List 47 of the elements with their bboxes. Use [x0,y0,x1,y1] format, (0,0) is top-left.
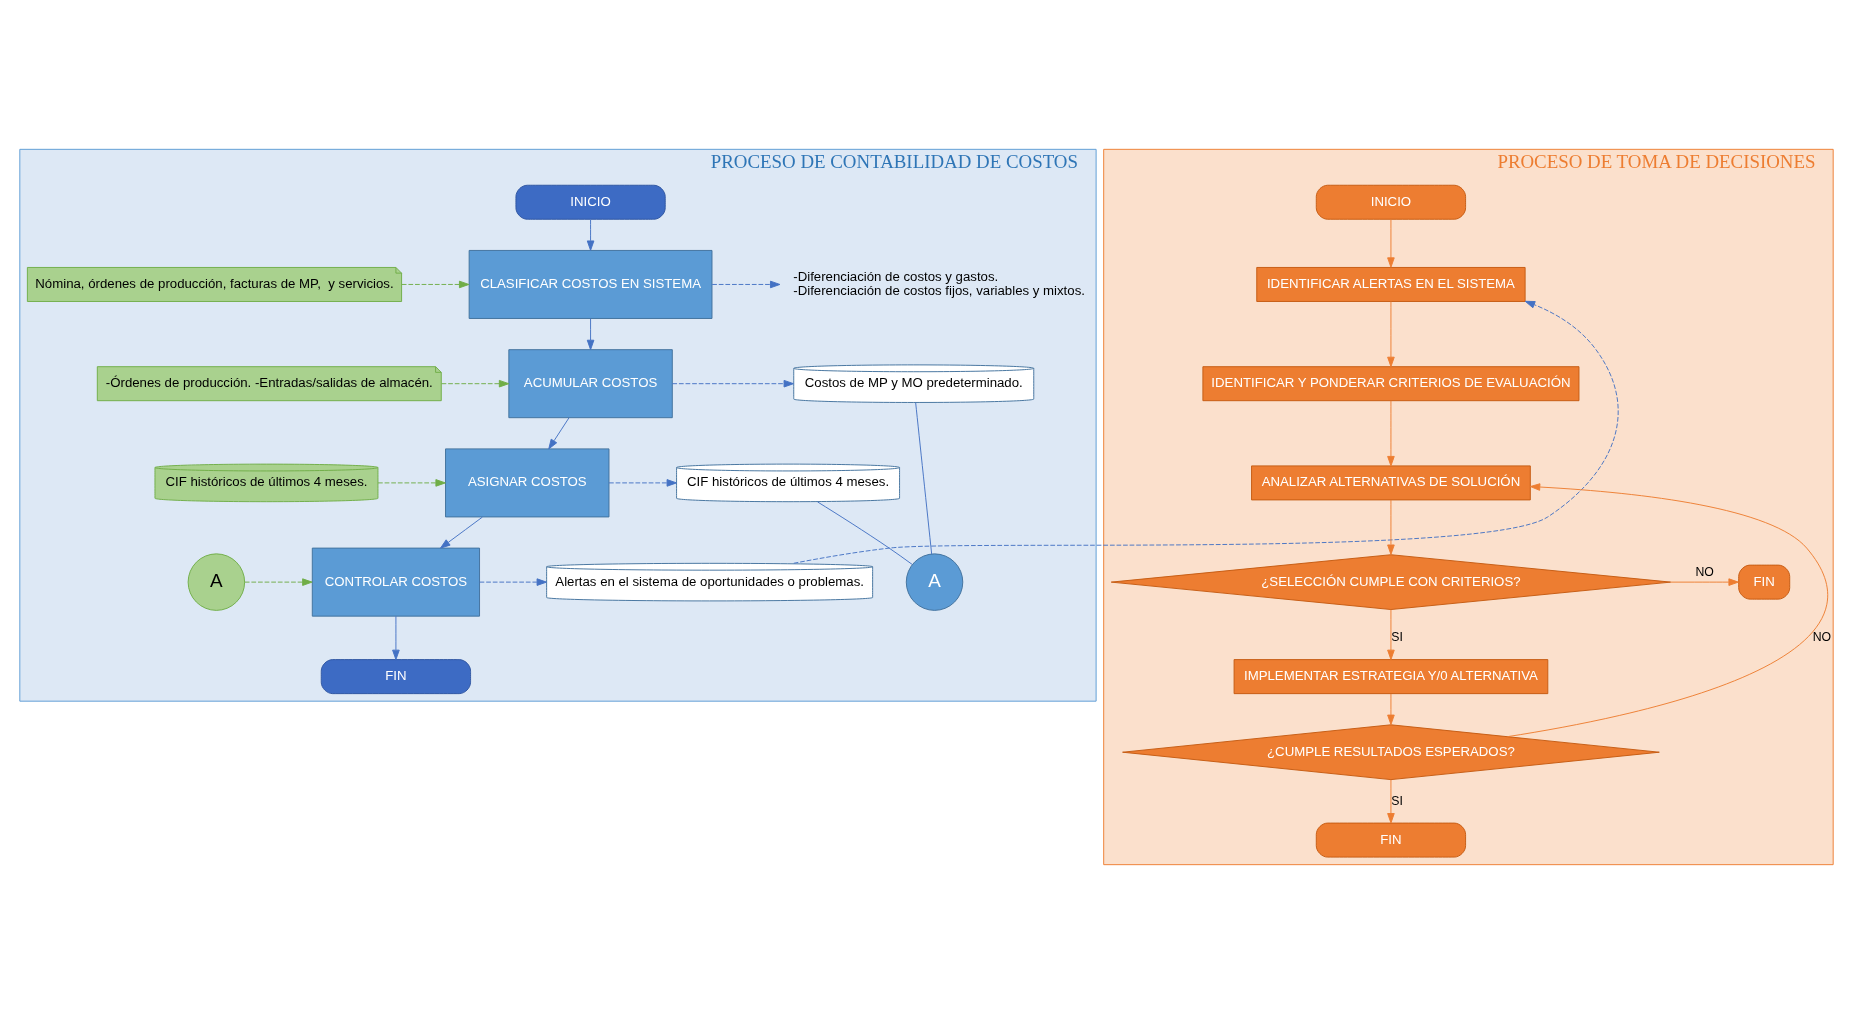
connector [915,401,933,555]
node-box: FIN [1738,564,1791,600]
connector [817,500,913,565]
node-box: ANALIZAR ALTERNATIVAS DE SOLUCIÓN [1251,464,1531,500]
node-text: -Diferenciación de costos y gastos. -Diferenciación de costos fijos, variables y mixtos. [793,268,1085,298]
arrow [401,280,470,288]
node-box: INICIO [515,184,666,220]
arrow [793,300,1619,564]
node-box: FIN [320,658,472,694]
edge-label: SI [1391,629,1403,644]
arrow [244,577,313,586]
arrow [377,478,446,487]
node-diamond: ¿CUMPLE RESULTADOS ESPERADOS? [1122,723,1660,780]
edge-label: NO [1812,629,1832,644]
node-box: IMPLEMENTAR ESTRATEGIA Y/0 ALTERNATIVA [1233,658,1549,694]
arrow [1387,498,1395,555]
arrow [671,379,794,387]
arrow [1387,692,1395,725]
node-box: CONTROLAR COSTOS [311,547,480,617]
arrow [1387,300,1395,367]
node-diamond: ¿SELECCIÓN CUMPLE CON CRITERIOS? [1110,553,1672,610]
arrow [608,478,677,487]
arrow [586,218,595,251]
arrow [1387,608,1395,660]
node-box: ACUMULAR COSTOS [508,348,673,418]
arrow [711,280,781,288]
arrow [1507,482,1829,737]
arrow [479,577,547,586]
node-circle: A [905,552,964,611]
arrow [440,516,483,549]
arrow [1387,218,1395,268]
arrow [548,416,570,449]
node-box: IDENTIFICAR Y PONDERAR CRITERIOS DE EVALUACIÓN [1202,365,1580,401]
node-circle: A [187,552,246,611]
arrow [1387,778,1395,823]
node-box: IDENTIFICAR ALERTAS EN EL SISTEMA [1256,266,1526,302]
node-box: CLASIFICAR COSTOS EN SISTEMA [468,249,713,319]
edge-label: SI [1391,793,1403,808]
edge-label: NO [1695,564,1714,579]
node-box: FIN [1315,822,1467,858]
arrow [586,317,595,350]
node-box: ASIGNAR COSTOS [445,447,610,517]
arrow [1670,577,1739,586]
arrow [392,615,400,660]
arrow [441,379,510,387]
node-box: INICIO [1315,184,1467,220]
arrow [1387,399,1395,466]
